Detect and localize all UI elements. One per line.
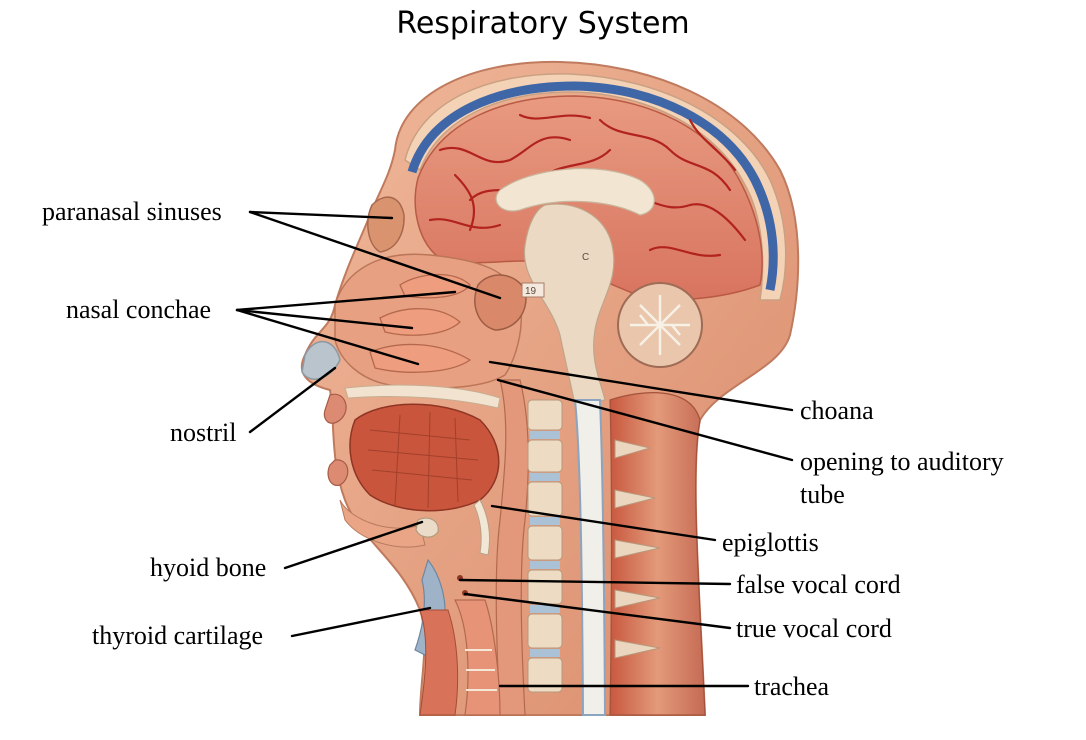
leader-paranasal-2 (248, 210, 502, 300)
tongue (349, 403, 500, 512)
label-nostril: nostril (170, 418, 237, 447)
leader-paranasal-1 (248, 210, 394, 220)
leader-true-cord (463, 592, 732, 630)
sphenoid-sinus (474, 274, 527, 331)
inferior-concha (369, 343, 472, 373)
leader-conchae-2 (235, 308, 414, 330)
nose-tip (301, 340, 341, 380)
label-hyoid-bone: hyoid bone (150, 553, 267, 582)
leader-epiglottis (490, 504, 717, 542)
leader-hyoid (283, 520, 424, 570)
spinal-cord (573, 399, 607, 716)
trachea-tube (454, 599, 501, 716)
trachea-rings (465, 649, 497, 691)
label-opening-auditory-line1: opening to auditory (800, 447, 1004, 476)
leader-nostril (248, 366, 337, 434)
intervertebral-discs (530, 431, 560, 657)
leader-false-cord (458, 578, 732, 586)
leader-conchae-1 (235, 290, 457, 312)
leader-thyroid (290, 606, 432, 638)
chin (339, 499, 426, 548)
spinous-processes (614, 439, 661, 659)
pharynx (495, 379, 529, 716)
leader-choana (488, 360, 794, 412)
epiglottis-shape (473, 499, 491, 556)
brainstem (523, 203, 615, 406)
posterior-neck-muscles (609, 392, 706, 716)
label-false-vocal-cord: false vocal cord (736, 570, 901, 599)
leader-lines (235, 210, 794, 688)
label-trachea: trachea (754, 672, 830, 701)
label-nasal-conchae: nasal conchae (66, 295, 212, 324)
lips (323, 393, 349, 487)
anterior-neck (419, 609, 459, 716)
brain-tag: C (582, 252, 589, 263)
hard-palate (344, 384, 501, 409)
leader-auditory (496, 378, 794, 462)
diagram-title: Respiratory System (396, 6, 690, 41)
label-choana: choana (800, 396, 874, 425)
label-paranasal-sinuses: paranasal sinuses (42, 197, 222, 226)
cervical-vertebrae (527, 399, 563, 693)
hyoid (415, 517, 439, 538)
label-opening-auditory-line2: tube (800, 480, 845, 509)
sinus-tag: 19 (525, 286, 537, 297)
label-epiglottis: epiglottis (722, 528, 819, 557)
sinus-tag-box (521, 282, 545, 298)
label-thyroid-cartilage: thyroid cartilage (92, 621, 264, 650)
cerebellum-arbor-vitae (630, 295, 690, 355)
leader-conchae-3 (235, 308, 420, 366)
label-true-vocal-cord: true vocal cord (736, 614, 892, 643)
cerebral-vessels (428, 113, 747, 257)
skull-layer (404, 73, 787, 301)
frontal-sinus (367, 196, 405, 253)
corpus-callosum (495, 167, 655, 216)
tongue-fibers (367, 411, 479, 509)
dura-band (407, 81, 778, 291)
middle-concha (379, 308, 461, 336)
